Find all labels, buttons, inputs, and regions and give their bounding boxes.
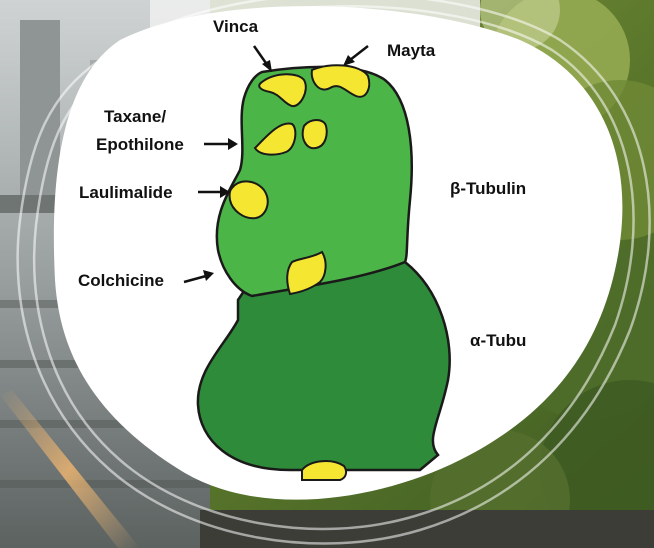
label-beta-tubulin: β-Tubulin	[450, 179, 526, 198]
bottom-site	[302, 461, 346, 480]
label-taxane-line1: Taxane/	[104, 107, 166, 126]
label-vinca: Vinca	[213, 17, 259, 36]
taxane-site-b	[303, 120, 327, 148]
label-laulimalide: Laulimalide	[79, 183, 173, 202]
label-alpha-tubulin: α-Tubu	[470, 331, 526, 350]
label-maytansine: Mayta	[387, 41, 436, 60]
label-colchicine: Colchicine	[78, 271, 164, 290]
label-taxane-line2: Epothilone	[96, 135, 184, 154]
